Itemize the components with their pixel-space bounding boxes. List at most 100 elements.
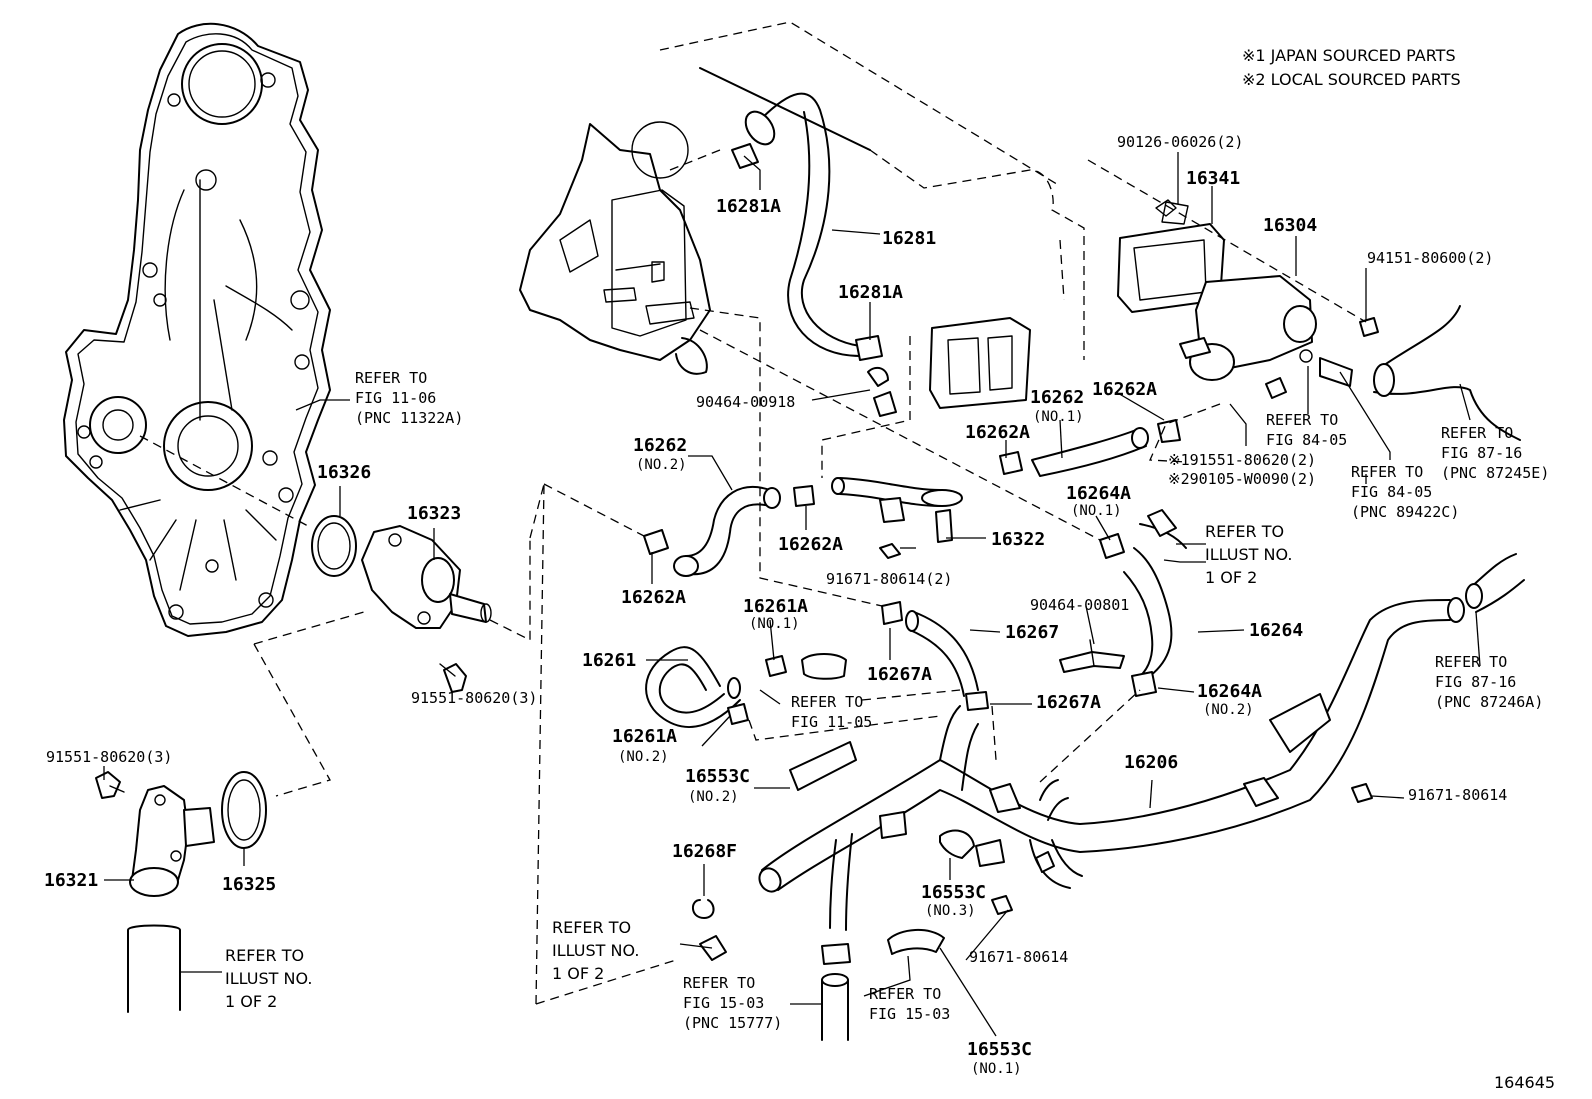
refer-note-line: FIG 11-05	[791, 712, 873, 731]
refer-note-line: REFER TO	[355, 369, 428, 387]
refer-note-line: ILLUST NO.	[1205, 545, 1293, 565]
hose-16264-illustration	[1099, 509, 1187, 697]
part-label-p16262a-r2: 16262A	[965, 422, 1031, 443]
part-label-p16267a-a: 16267A	[867, 664, 933, 685]
outlet-housing-16304-illustration	[1179, 275, 1521, 441]
refer-note-line: (PNC 11322A)	[355, 408, 464, 427]
part-label-p16206: 16206	[1124, 752, 1179, 773]
note-japan-sourced: ※1 JAPAN SOURCED PARTS	[1242, 46, 1456, 65]
part-label-p16262-no1: 16262	[1030, 387, 1085, 408]
water-pipe-16206-illustration	[758, 553, 1525, 931]
timing-cover-illustration	[63, 22, 331, 637]
part-label-p90126: 90126-06026(2)	[1117, 133, 1244, 151]
part-label-p16553c-no1-sub: (NO.1)	[971, 1061, 1022, 1077]
hose-16261-illustration	[645, 646, 847, 728]
refer-note-ref-illust-left: REFER TO ILLUST NO. 1 OF 2	[225, 944, 312, 1014]
part-label-p16326: 16326	[317, 462, 372, 483]
refer-note-line: 1 OF 2	[1205, 568, 1258, 588]
figure-number: 164645	[1494, 1073, 1556, 1092]
part-label-p16553c-no1: 16553C	[967, 1039, 1033, 1060]
part-label-p16281a-top: 16281A	[716, 196, 782, 217]
refer-note-line: REFER TO	[1435, 653, 1508, 671]
refer-note-line: REFER TO	[1441, 424, 1514, 442]
part-label-p16322: 16322	[991, 529, 1046, 550]
part-label-p16321: 16321	[44, 870, 99, 891]
part-label-p91671-80614-r: 91671-80614	[1408, 786, 1508, 804]
clip-90464-00801-illustration	[1059, 639, 1125, 673]
part-label-p16553c-no2-sub: (NO.2)	[688, 789, 739, 805]
part-label-p16262a-left: 16262A	[621, 587, 687, 608]
refer-note-line: REFER TO	[225, 946, 305, 965]
part-label-p16304: 16304	[1263, 215, 1318, 236]
part-label-p16281: 16281	[882, 228, 937, 249]
refer-note-line: ILLUST NO.	[225, 969, 313, 989]
part-label-p94151: 94151-80600(2)	[1367, 249, 1494, 267]
refer-note-line: FIG 11-06	[355, 388, 437, 407]
part-label-p91671-80614-2: 91671-80614(2)	[826, 570, 953, 588]
part-label-p16264a-no2: 16264A	[1197, 681, 1263, 702]
hose-16262-no2-illustration	[643, 485, 815, 577]
refer-note-line: 1 OF 2	[225, 992, 278, 1012]
refer-note-line: (PNC 15777)	[683, 1013, 783, 1032]
hose-16267-illustration	[881, 601, 989, 711]
part-label-p16262a-r1: 16262A	[1092, 379, 1158, 400]
gasket-plate-illustration	[929, 199, 1225, 409]
part-label-p90464-00918: 90464-00918	[696, 393, 796, 411]
part-label-p16262a-center: 16262A	[778, 534, 844, 555]
part-label-p16262-no1-sub: (NO.1)	[1033, 409, 1084, 425]
part-label-p16262-no2: 16262	[633, 435, 688, 456]
part-label-p16264a-no2-sub: (NO.2)	[1203, 702, 1254, 718]
egr-housing-illustration	[519, 121, 711, 375]
refer-note-line: FIG 84-05	[1351, 482, 1433, 501]
water-inlet-illustration	[311, 515, 492, 693]
part-label-p16281a-mid: 16281A	[838, 282, 904, 303]
water-outlet-illustration	[95, 771, 267, 1013]
part-label-p16267a-b: 16267A	[1036, 692, 1102, 713]
refer-note-line: (PNC 87245E)	[1441, 463, 1550, 482]
part-label-p16261a-no2: 16261A	[612, 726, 678, 747]
part-label-p16261a-no1: 16261A	[743, 596, 809, 617]
refer-note-ref-illust-right: REFER TO ILLUST NO. 1 OF 2	[1205, 520, 1292, 590]
part-label-p91551-b: 91551-80620(3)	[46, 748, 173, 766]
part-label-p16262-no2-sub: (NO.2)	[636, 457, 687, 473]
refer-note-line: ILLUST NO.	[552, 941, 640, 961]
refer-note-line: FIG 15-03	[683, 993, 765, 1012]
part-label-p16261a-no2-sub: (NO.2)	[618, 749, 669, 765]
refer-note-line: REFER TO	[1266, 411, 1339, 429]
part-label-p90464-00801: 90464-00801	[1030, 596, 1130, 614]
part-label-p16553c-no3: 16553C	[921, 882, 987, 903]
part-label-p16553c-no2: 16553C	[685, 766, 751, 787]
pipe-16322-illustration	[831, 477, 963, 559]
refer-note-line: REFER TO	[1205, 522, 1285, 541]
hose-16262-no1-illustration	[999, 419, 1181, 477]
part-label-p16325: 16325	[222, 874, 277, 895]
refer-note-line: REFER TO	[791, 693, 864, 711]
refer-note-line: REFER TO	[683, 974, 756, 992]
refer-note-line: 1 OF 2	[552, 964, 605, 984]
refer-note-line: FIG 87-16	[1441, 443, 1523, 462]
lower-clamps-illustration	[692, 741, 1013, 1041]
refer-note-line: FIG 87-16	[1435, 672, 1517, 691]
part-label-p16268f: 16268F	[672, 841, 738, 862]
part-label-p16264a-no1-sub: (NO.1)	[1071, 503, 1122, 519]
part-label-p16264: 16264	[1249, 620, 1304, 641]
part-label-p91671-80614-b: 91671-80614	[969, 948, 1069, 966]
part-label-p16261a-no1-sub: (NO.1)	[749, 616, 800, 632]
part-label-p16323: 16323	[407, 503, 462, 524]
refer-note-line: FIG 84-05	[1266, 430, 1348, 449]
part-label-p16553c-no3-sub: (NO.3)	[925, 903, 976, 919]
engine-outline	[659, 21, 1085, 360]
part-label-p16261: 16261	[582, 650, 637, 671]
refer-note-line: (PNC 89422C)	[1351, 502, 1460, 521]
part-label-p16267: 16267	[1005, 622, 1060, 643]
refer-note-line: REFER TO	[869, 985, 942, 1003]
